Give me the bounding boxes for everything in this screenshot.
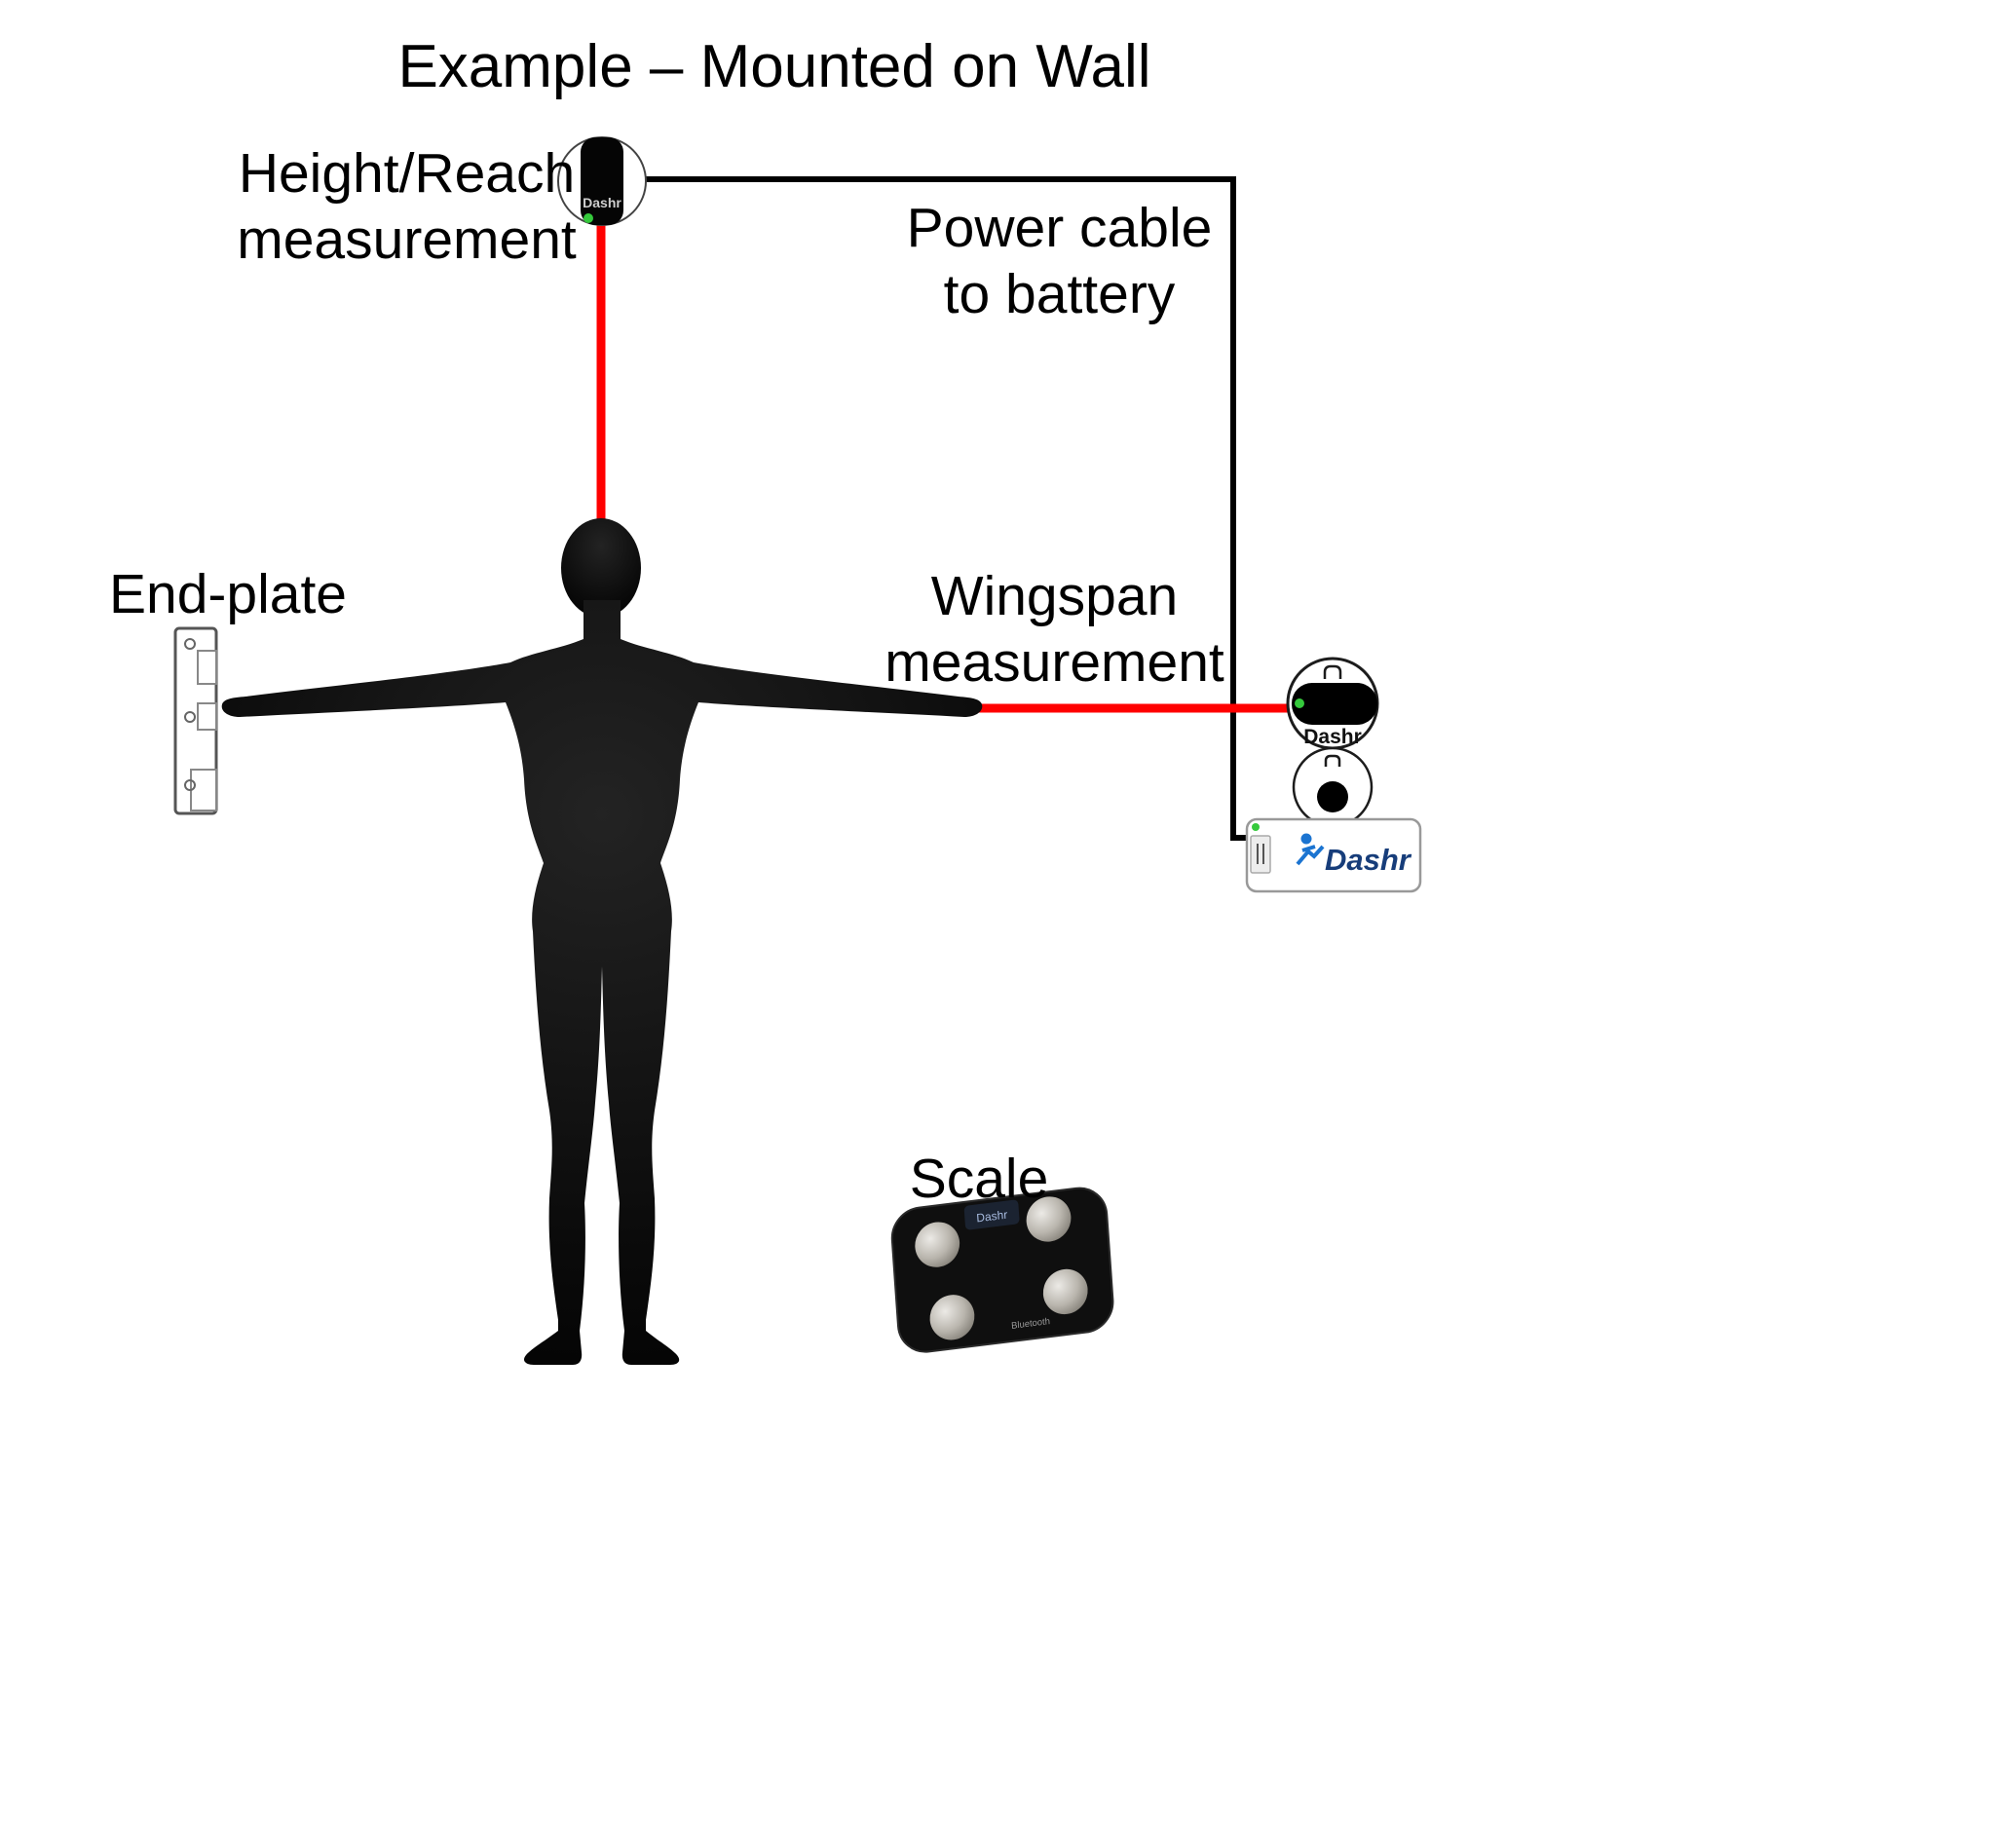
top-sensor-device: Dashr: [557, 136, 647, 226]
figure-body: [221, 600, 983, 1365]
end-plate-hole: [184, 638, 196, 650]
human-figure: [221, 518, 983, 1365]
right-sensor-device: Dashr: [1286, 657, 1379, 750]
lens-icon: [1323, 664, 1342, 679]
label-wingspan-line1: Wingspan: [930, 565, 1179, 627]
label-power-cable: Power cable to battery: [882, 195, 1237, 328]
battery-brand-text: Dashr: [1325, 843, 1412, 877]
right-sensor-brand-text: Dashr: [1303, 726, 1362, 748]
end-plate-bracket: [190, 769, 217, 811]
right-sensor-mount: [1292, 683, 1377, 725]
scale-pad: [1026, 1196, 1072, 1242]
end-plate-hole: [184, 711, 196, 723]
label-wingspan: Wingspan measurement: [872, 563, 1237, 697]
label-height-reach-line2: measurement: [237, 208, 577, 272]
label-power-cable-line1: Power cable: [906, 197, 1213, 259]
scale-pad: [1042, 1268, 1088, 1315]
battery-device: Dashr: [1245, 817, 1422, 893]
end-plate-device: [173, 626, 218, 815]
battery-port: [1250, 835, 1271, 874]
sensor-top-view-device: [1292, 746, 1374, 828]
top-sensor-mount: [581, 137, 623, 225]
label-end-plate: End-plate: [109, 563, 348, 625]
sensor-aperture: [1317, 781, 1348, 812]
battery-port-label-icon: [1257, 844, 1264, 864]
scale-pad: [929, 1295, 975, 1340]
scale-display-text: Dashr: [976, 1208, 1008, 1226]
figure-head: [561, 518, 641, 618]
label-height-reach-line1: Height/Reach: [238, 142, 576, 205]
top-sensor-led-icon: [583, 213, 593, 223]
lens-icon: [1324, 754, 1341, 767]
power-cable-line: [645, 176, 1248, 841]
end-plate-tab-mid: [197, 702, 217, 731]
diagram-title: Example – Mounted on Wall: [397, 33, 1151, 100]
label-power-cable-line2: to battery: [943, 263, 1176, 326]
scale-bluetooth-text: Bluetooth: [1011, 1316, 1051, 1332]
scale-device: Dashr Bluetooth: [890, 1187, 1114, 1353]
battery-body: [1245, 817, 1422, 893]
label-height-reach: Height/Reach measurement: [229, 140, 584, 274]
dashr-logo: Dashr: [1296, 833, 1412, 877]
battery-led-icon: [1252, 823, 1260, 831]
runner-icon: [1296, 845, 1325, 866]
end-plate-tab-top: [197, 650, 217, 685]
label-wingspan-line2: measurement: [885, 631, 1224, 695]
end-plate-hole: [184, 779, 196, 791]
scale-pad: [915, 1222, 960, 1267]
label-scale: Scale: [909, 1148, 1049, 1210]
runner-icon: [1300, 833, 1312, 845]
top-sensor-brand-text: Dashr: [583, 195, 621, 210]
scale-display: [963, 1199, 1020, 1230]
right-sensor-led-icon: [1295, 698, 1304, 708]
